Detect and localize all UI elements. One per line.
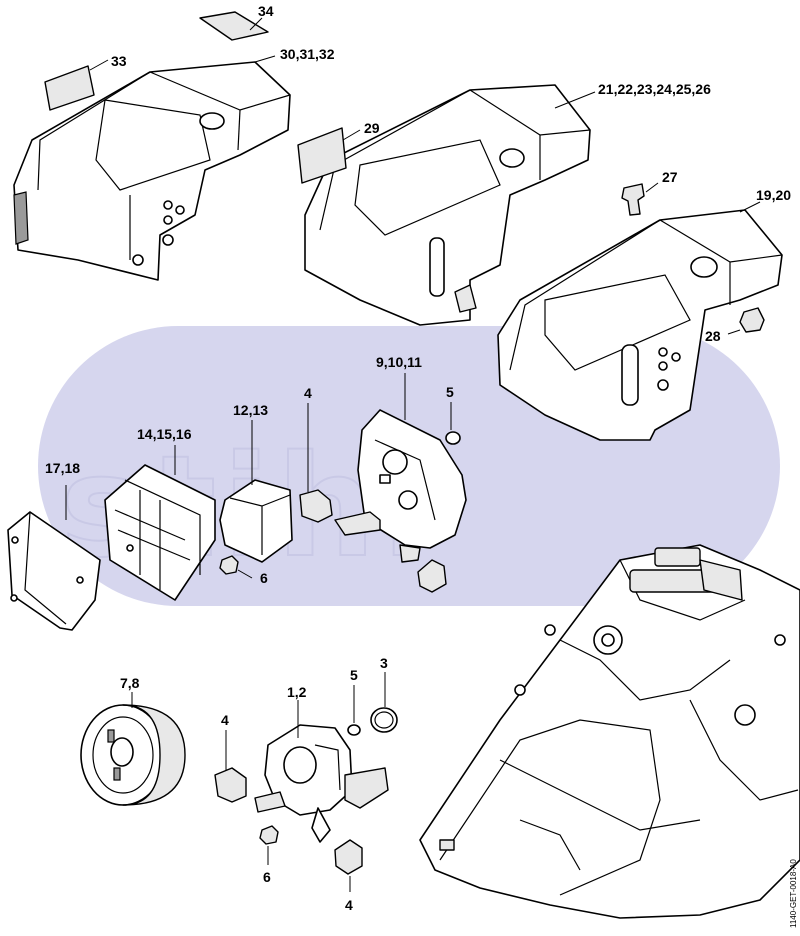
filter-cover-17-18 — [7, 511, 101, 631]
callout-5-top: 5 — [446, 384, 454, 400]
label-sticker-29 — [297, 127, 347, 184]
carb-box-9-11 — [334, 409, 467, 563]
callout-3: 3 — [380, 655, 388, 671]
callout-9-11: 9,10,11 — [376, 354, 422, 370]
callout-4-top: 4 — [304, 385, 312, 401]
carb-adapter-1-2 — [254, 724, 389, 843]
callout-34: 34 — [258, 3, 274, 19]
air-filter-14-16 — [104, 464, 216, 601]
callout-12-13: 12,13 — [233, 402, 268, 418]
callout-19-20: 19,20 — [756, 187, 791, 203]
shroud-30-31-32 — [13, 61, 291, 281]
o-ring-5-bot — [347, 724, 361, 736]
shroud-19-20 — [497, 209, 783, 441]
grommet-28 — [739, 307, 765, 333]
callout-4-left: 4 — [221, 712, 229, 728]
callout-5-bot: 5 — [350, 667, 358, 683]
callout-17-18: 17,18 — [45, 460, 80, 476]
callout-30-32: 30,31,32 — [280, 46, 335, 62]
callout-6-top: 6 — [260, 570, 268, 586]
callout-14-16: 14,15,16 — [137, 426, 192, 442]
callout-7-8: 7,8 — [120, 675, 140, 691]
bellows-4-left — [214, 767, 247, 803]
o-ring-5-top — [445, 431, 461, 445]
pre-filter-12-13 — [219, 479, 293, 563]
shroud-21-26 — [304, 84, 591, 326]
callout-29: 29 — [364, 120, 380, 136]
bellows-4-mid — [417, 559, 447, 593]
callout-6-bot: 6 — [263, 869, 271, 885]
bellows-4-top — [299, 489, 333, 523]
callout-21-26: 21,22,23,24,25,26 — [598, 81, 711, 97]
callout-27: 27 — [662, 169, 678, 185]
callout-33: 33 — [111, 53, 127, 69]
engine-assembly — [419, 544, 800, 919]
callout-1-2: 1,2 — [287, 684, 307, 700]
screw-27 — [621, 183, 645, 216]
callout-28: 28 — [705, 328, 721, 344]
nut-6-top — [219, 555, 239, 575]
label-sticker-33 — [44, 65, 95, 111]
callout-4-bot: 4 — [345, 897, 353, 913]
bellows-4-bot — [334, 839, 363, 875]
nut-6-bot — [259, 825, 279, 845]
filter-grille-34 — [199, 11, 269, 41]
air-filter-7-8 — [80, 704, 186, 806]
drawing-code: 1140-GET-0018-A0 — [789, 859, 798, 928]
